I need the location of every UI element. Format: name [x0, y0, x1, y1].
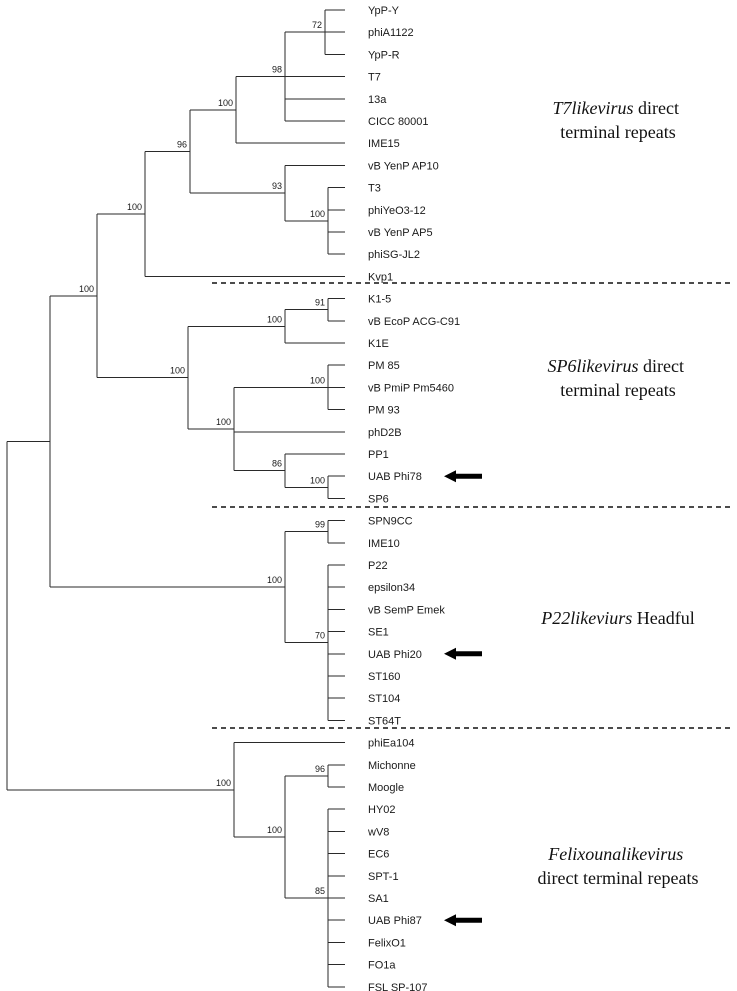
leaf-label-sp6: SP6: [368, 493, 389, 505]
leaf-label-phi78: UAB Phi78: [368, 471, 422, 483]
leaf-label-st64t: ST64T: [368, 715, 401, 727]
clade-label-felixouna: Felixounalikevirus direct terminal repea…: [538, 844, 699, 888]
leaf-label-phi87: UAB Phi87: [368, 915, 422, 927]
leaf-label-phisgjl2: phiSG-JL2: [368, 249, 420, 261]
leaf-label-emek: vB SemP Emek: [368, 604, 445, 616]
leaf-label-pm93: PM 93: [368, 405, 400, 417]
bootstrap-n_fel_in: 100: [267, 825, 282, 835]
leaf-label-phia1122: phiA1122: [368, 27, 414, 39]
bootstrap-n_k1: 100: [267, 314, 282, 324]
leaf-label-pp1: PP1: [368, 449, 389, 461]
bootstrap-n_t7sp6: 100: [79, 284, 94, 294]
arrow-icon: [444, 914, 482, 927]
bootstrap-n_98: 98: [272, 65, 282, 75]
leaf-label-st104: ST104: [368, 693, 400, 705]
leaf-label-spn9cc: SPN9CC: [368, 516, 413, 528]
leaf-label-michonne: Michonne: [368, 760, 416, 772]
leaf-label-ypr: YpP-R: [368, 49, 400, 61]
clade-label-sp6like: SP6likevirus direct terminal repeats: [548, 356, 689, 400]
clade-label-p22like: P22likeviurs Headful: [540, 608, 694, 628]
clade-labels: T7likevirus direct terminal repeats SP6l…: [538, 98, 699, 888]
bootstrap-n_sp6all: 100: [170, 366, 185, 376]
leaf-label-sa1: SA1: [368, 893, 389, 905]
leaf-label-hy02: HY02: [368, 804, 396, 816]
leaf-label-se1: SE1: [368, 627, 389, 639]
leaf-label-phiyeo3: phiYeO3-12: [368, 205, 426, 217]
leaf-label-13a: 13a: [368, 94, 387, 106]
leaf-label-spt1: SPT-1: [368, 871, 399, 883]
bootstrap-n_p22all: 100: [267, 575, 282, 585]
leaf-label-kvp1: Kvp1: [368, 271, 393, 283]
leaf-label-cicc: CICC 80001: [368, 116, 429, 128]
bootstrap-n_yp: 72: [312, 20, 322, 30]
bootstrap-n_93: 93: [272, 181, 282, 191]
bootstrap-n_96: 96: [177, 140, 187, 150]
leaf-label-ime15: IME15: [368, 138, 400, 150]
leaf-label-pm5460: vB PmiP Pm5460: [368, 382, 454, 394]
clade-label-t7like: T7likevirus direct terminal repeats: [553, 98, 684, 142]
clade-dividers: [212, 282, 733, 729]
leaf-label-t3: T3: [368, 183, 381, 195]
bootstrap-n_100b: 100: [216, 417, 231, 427]
leaf-label-ime10: IME10: [368, 538, 400, 550]
tree-branches: [6, 9, 345, 988]
bootstrap-n_fel: 100: [216, 778, 231, 788]
leaf-label-k1e: K1E: [368, 338, 389, 350]
bootstrap-values: 72 98 100 100 93 96 100 91 100 100 100 86 100 100 100 9…: [79, 20, 325, 896]
leaf-label-moogle: Moogle: [368, 782, 404, 794]
leaf-label-fslsp107: FSL SP-107: [368, 982, 428, 991]
arrow-icon: [444, 647, 482, 660]
bootstrap-n_mm: 96: [315, 764, 325, 774]
leaf-label-pm85: PM 85: [368, 360, 400, 372]
leaf-label-acgc91: vB EcoP ACG-C91: [368, 316, 460, 328]
bootstrap-n_ap5: 100: [310, 209, 325, 219]
bootstrap-n_pm: 100: [310, 375, 325, 385]
leaf-label-eps34: epsilon34: [368, 582, 415, 594]
leaf-label-st160: ST160: [368, 671, 400, 683]
bootstrap-n_99: 99: [315, 520, 325, 530]
leaf-label-phiea104: phiEa104: [368, 738, 415, 750]
bootstrap-n_85: 85: [315, 886, 325, 896]
leaf-label-wv8: wV8: [367, 826, 389, 838]
leaf-label-p22: P22: [368, 560, 388, 572]
bootstrap-n_91: 91: [315, 298, 325, 308]
leaf-label-ypy: YpP-Y: [368, 5, 400, 17]
bootstrap-n_sp6pair: 100: [310, 475, 325, 485]
leaf-label-t7: T7: [368, 72, 381, 84]
leaf-label-ap5: vB YenP AP5: [368, 227, 433, 239]
highlight-arrows: [444, 470, 482, 927]
arrow-icon: [444, 470, 482, 483]
bootstrap-n_100a: 100: [218, 98, 233, 108]
leaf-label-felixo1: FelixO1: [368, 937, 406, 949]
leaf-label-ap10: vB YenP AP10: [368, 160, 439, 172]
bootstrap-n_86: 86: [272, 459, 282, 469]
bootstrap-n_70: 70: [315, 631, 325, 641]
leaf-label-fo1a: FO1a: [368, 960, 396, 972]
leaf-label-ec6: EC6: [368, 849, 389, 861]
bootstrap-n_t7all: 100: [127, 202, 142, 212]
leaf-label-phd2b: phD2B: [368, 427, 402, 439]
leaf-label-k15: K1-5: [368, 294, 391, 306]
leaf-label-phi20: UAB Phi20: [368, 649, 422, 661]
